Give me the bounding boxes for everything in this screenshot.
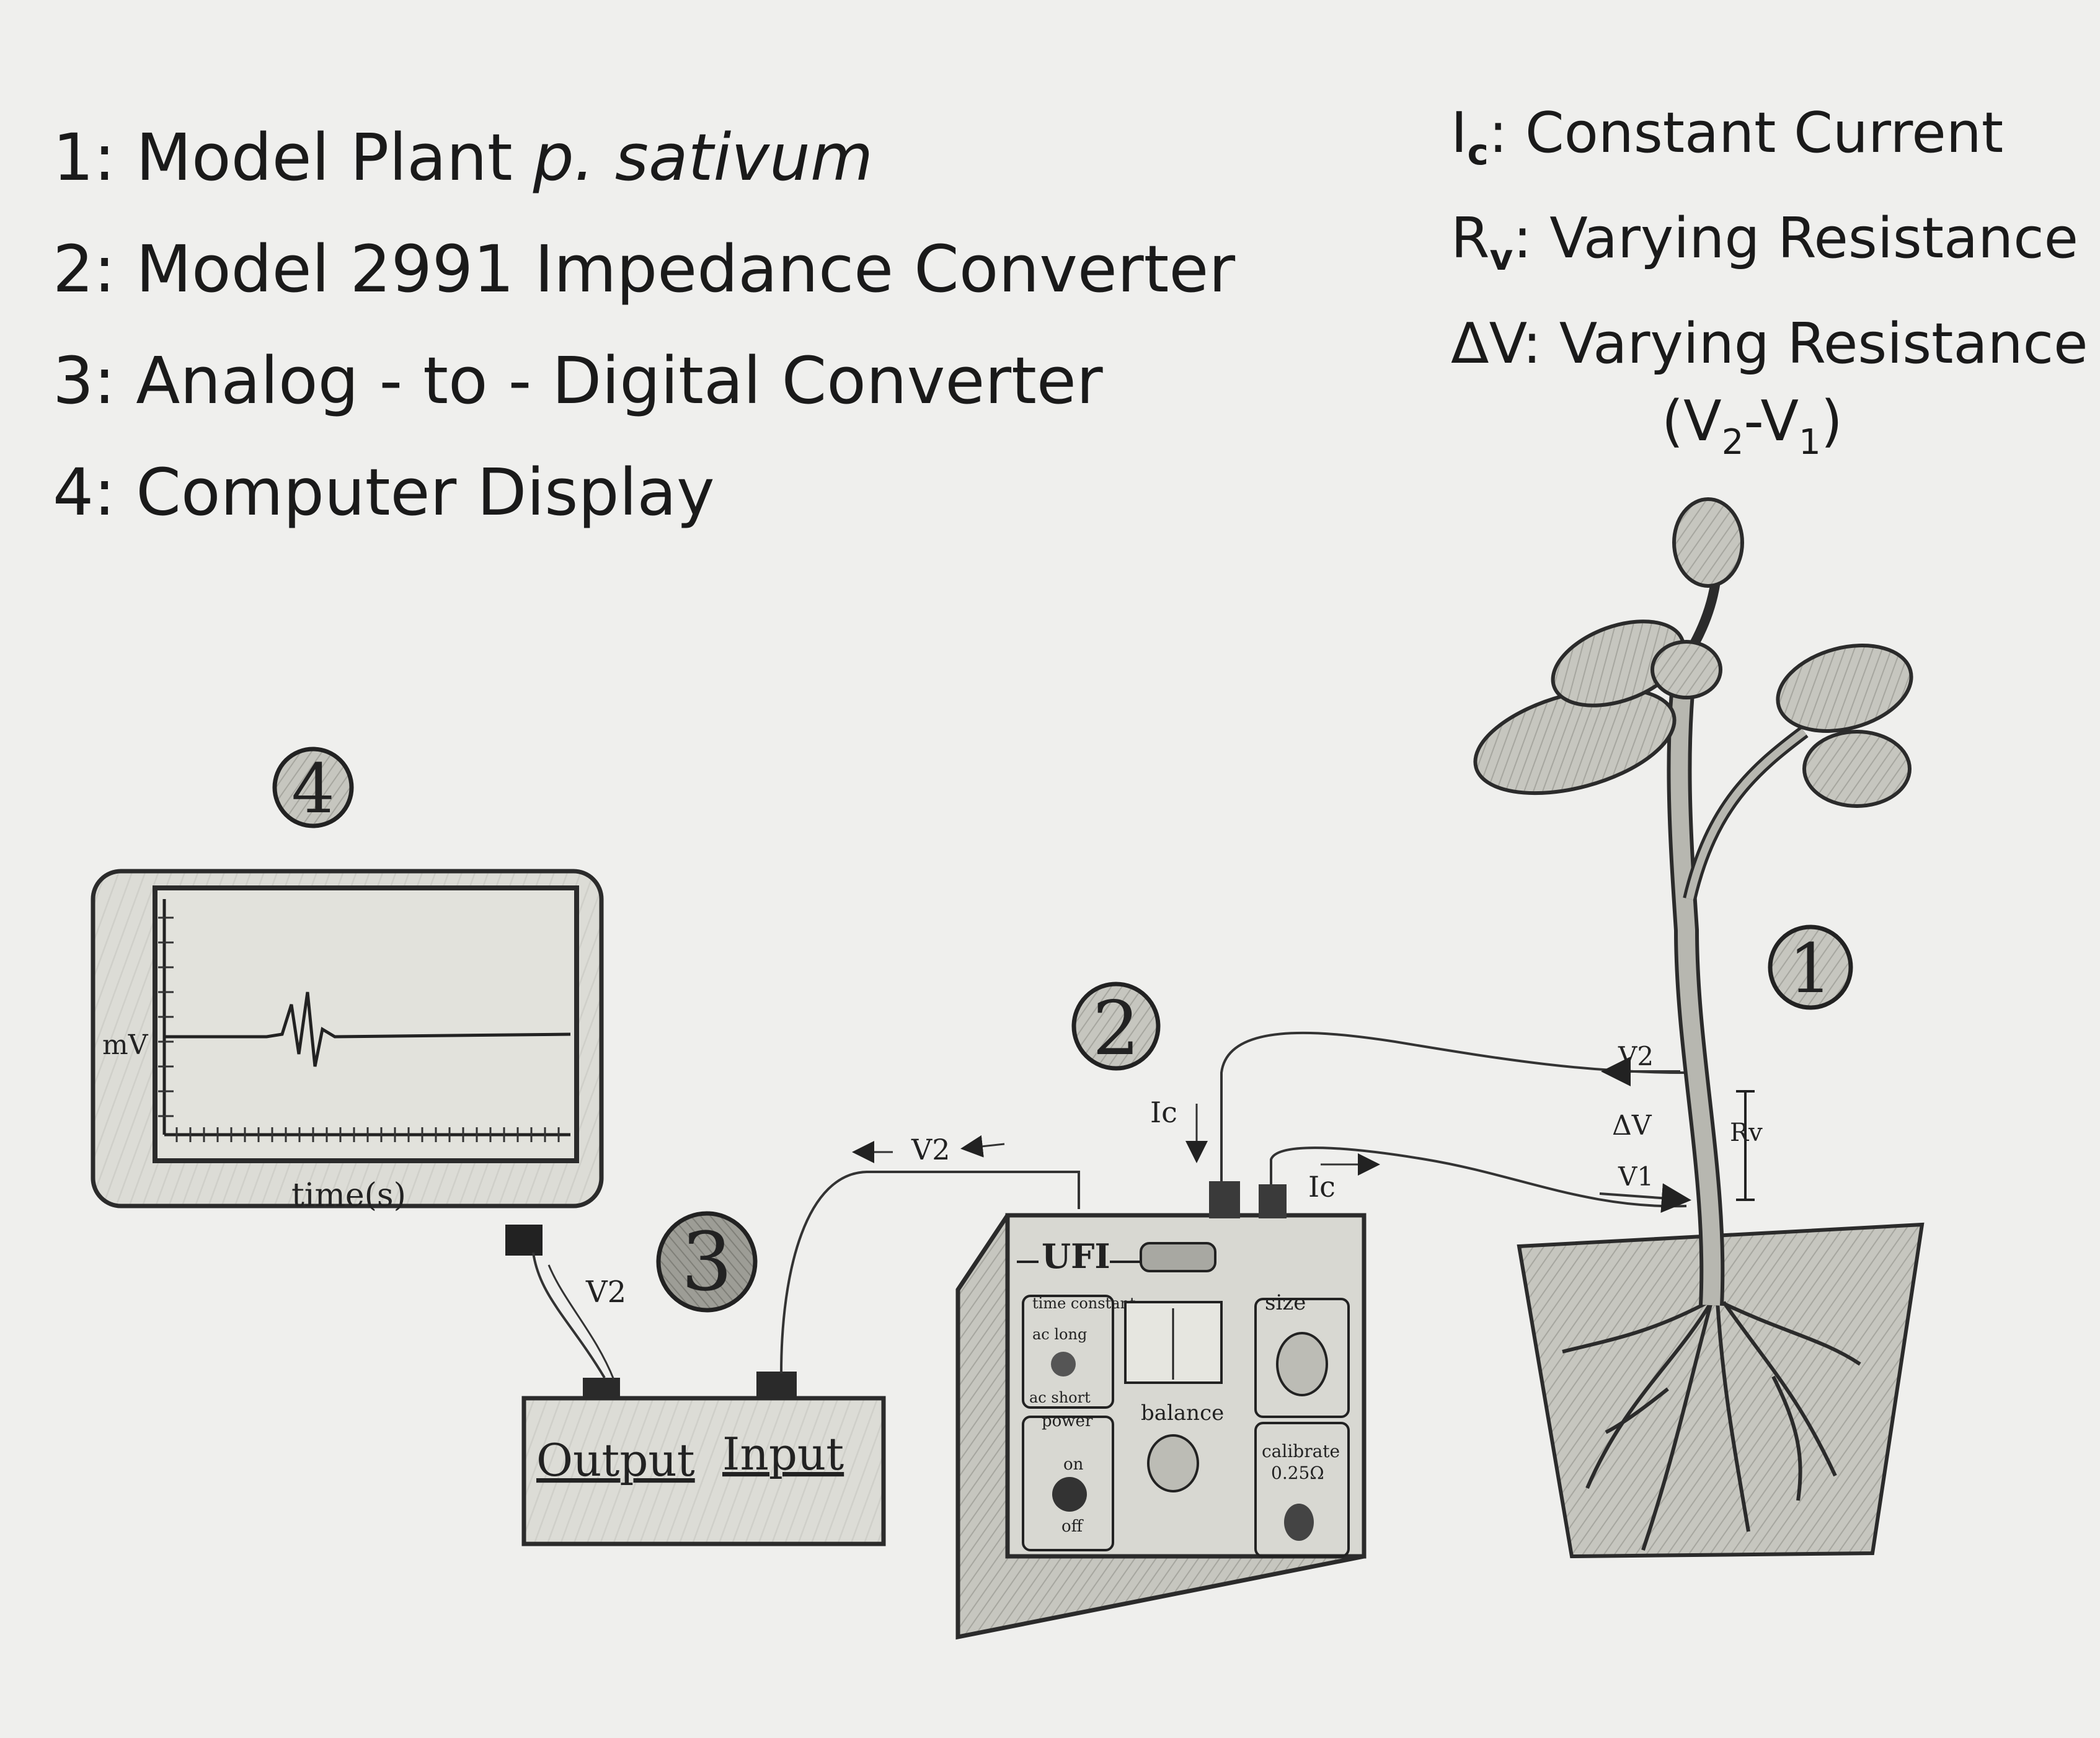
- impedance-converter: UFI time constant ac long ac short power…: [955, 1181, 1367, 1640]
- svg-text:ac short: ac short: [1029, 1389, 1091, 1406]
- svg-text:off: off: [1061, 1517, 1084, 1536]
- svg-text:size: size: [1265, 1290, 1306, 1315]
- adc-input-label: Input: [722, 1428, 844, 1480]
- computer-display: mV time(s): [91, 869, 604, 1256]
- wire-ic-label-right: Ic: [1308, 1170, 1336, 1204]
- svg-text:3: 3: [681, 1215, 733, 1309]
- wire-v2-label-plant: V2: [1618, 1041, 1654, 1071]
- legend: 1: Model Plant p. sativum 2: Model 2991 …: [53, 120, 1235, 530]
- svg-text:0.25Ω: 0.25Ω: [1271, 1463, 1324, 1483]
- marker-2: 2: [1071, 982, 1161, 1072]
- marker-3: 3: [656, 1211, 758, 1313]
- adc-box: Output Input: [521, 1372, 886, 1546]
- adc-output-label: Output: [536, 1434, 695, 1486]
- wire-dv-label: ΔV: [1612, 1110, 1652, 1142]
- legend-item-2: 2: Model 2991 Impedance Converter: [53, 231, 1235, 307]
- model-plant: [1473, 497, 1925, 1559]
- adc-signal-label: V2: [585, 1275, 626, 1310]
- converter-brand: UFI: [1042, 1236, 1110, 1276]
- symbol-key: Ic: Constant Current Rv: Varying Resista…: [1451, 100, 2088, 463]
- svg-text:1: 1: [1789, 929, 1832, 1008]
- legend-item-1: 1: Model Plant p. sativum: [53, 120, 873, 195]
- svg-text:calibrate: calibrate: [1262, 1441, 1340, 1461]
- symbol-rv: Rv: Varying Resistance: [1451, 206, 2078, 278]
- svg-text:power: power: [1042, 1412, 1093, 1430]
- svg-text:2: 2: [1092, 986, 1140, 1072]
- svg-text:balance: balance: [1141, 1401, 1224, 1425]
- svg-text:on: on: [1063, 1455, 1084, 1474]
- svg-text:time constant: time constant: [1032, 1295, 1136, 1312]
- wire-v1-label: V1: [1618, 1161, 1654, 1192]
- svg-text:4: 4: [291, 749, 335, 828]
- marker-4: 4: [272, 747, 354, 828]
- display-ylabel: mV: [102, 1029, 149, 1061]
- legend-item-4: 4: Computer Display: [53, 454, 715, 530]
- svg-text:ac long: ac long: [1032, 1326, 1087, 1343]
- symbol-dv: ΔV: Varying Resistance: [1451, 311, 2088, 376]
- wire-rv-label: Rv: [1730, 1119, 1763, 1147]
- wire-v2-label-adc: V2: [911, 1133, 950, 1166]
- marker-1: 1: [1768, 924, 1853, 1010]
- signal-trace: [164, 991, 571, 1067]
- wire-ic-label-down: Ic: [1150, 1096, 1177, 1129]
- symbol-dv-formula: (V2-V1): [1662, 389, 1843, 463]
- display-xlabel: time(s): [291, 1177, 406, 1214]
- symbol-ic: Ic: Constant Current: [1451, 100, 2003, 173]
- legend-item-3: 3: Analog - to - Digital Converter: [53, 343, 1103, 419]
